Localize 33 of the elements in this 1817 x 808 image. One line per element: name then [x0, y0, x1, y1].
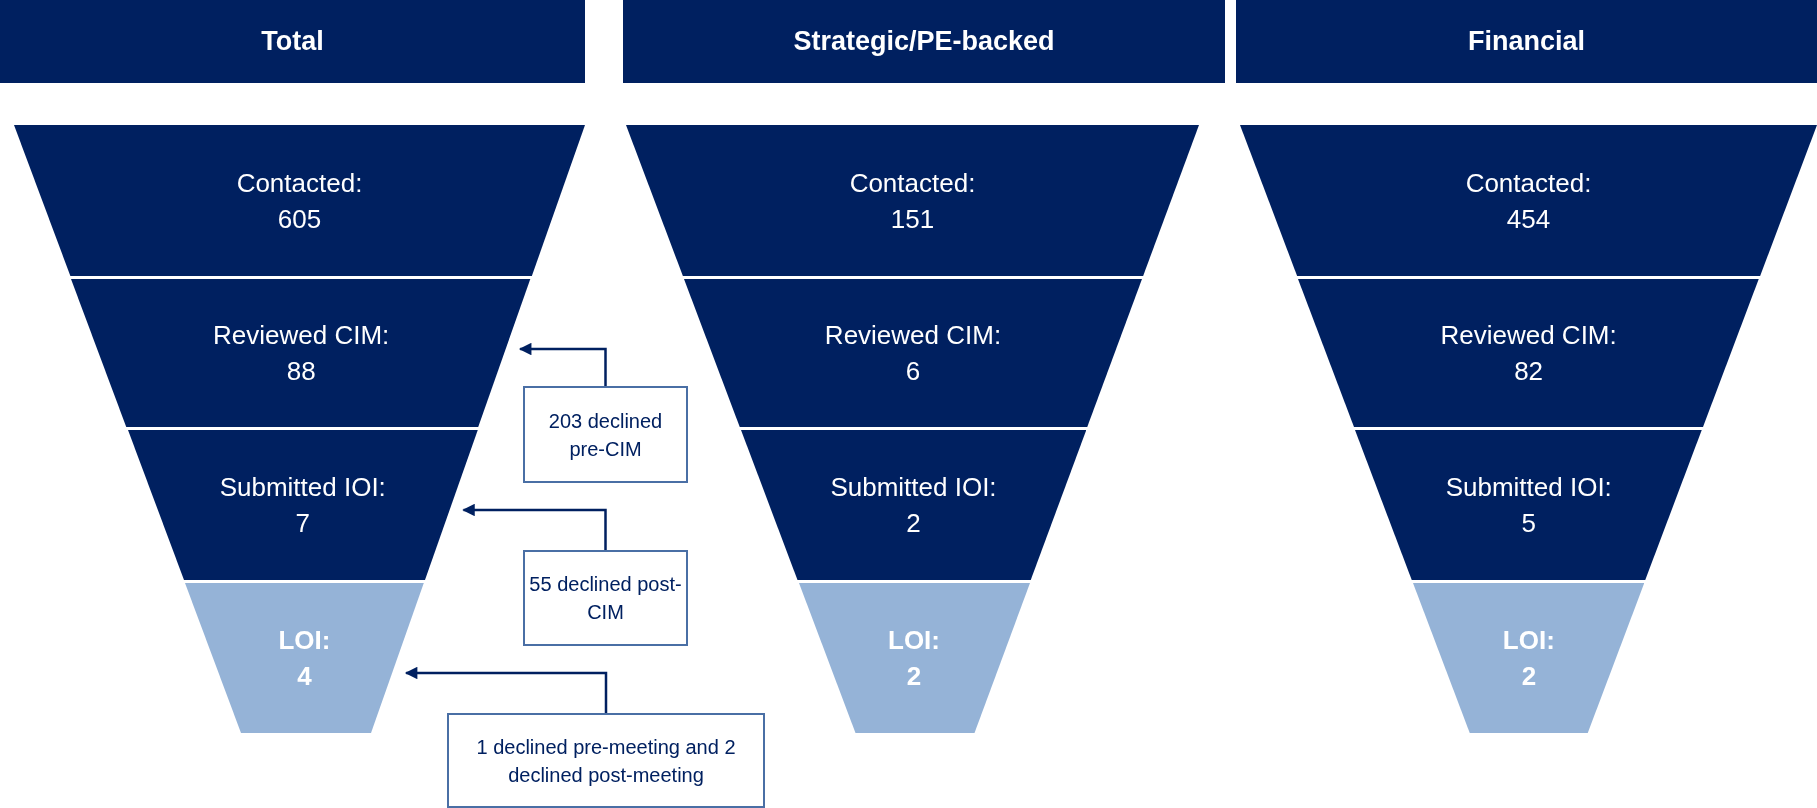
stage-label: Submitted IOI: — [830, 474, 997, 500]
stage-count: 5 — [1521, 510, 1536, 536]
column-header: Total — [0, 0, 585, 83]
stage-count: 151 — [890, 205, 935, 232]
stage-count: 7 — [295, 510, 310, 536]
stage-label: Contacted: — [1465, 169, 1592, 196]
arrow — [462, 503, 607, 550]
stage-label: Reviewed CIM: — [1440, 322, 1617, 348]
stage-label: Submitted IOI: — [1445, 474, 1612, 500]
column-header: Strategic/PE-backed — [623, 0, 1225, 83]
callout-box: 203 declined pre-CIM — [523, 386, 688, 483]
stage-count: 2 — [906, 663, 922, 689]
stage-count: 88 — [286, 358, 316, 384]
callout-box: 1 declined pre-meeting and 2 declined post-meeting — [447, 713, 765, 808]
stage-count: 82 — [1514, 358, 1544, 384]
stage-label: LOI: — [888, 627, 940, 653]
stage-label: Contacted: — [849, 169, 976, 196]
stage-label: Submitted IOI: — [219, 474, 386, 500]
stage-label: LOI: — [1502, 627, 1555, 653]
stage-count: 2 — [1521, 663, 1537, 689]
arrow — [518, 342, 607, 386]
stage-count: 6 — [905, 358, 921, 384]
arrow — [404, 666, 608, 713]
stage-count: 2 — [906, 510, 921, 536]
stage-label: Reviewed CIM: — [824, 322, 1002, 348]
stage-count: 4 — [297, 663, 312, 689]
column-header: Financial — [1236, 0, 1817, 83]
callout-box: 55 declined post-CIM — [523, 550, 688, 646]
stage-count: 454 — [1506, 205, 1551, 232]
stage-count: 605 — [277, 205, 322, 232]
stage-label: Contacted: — [236, 169, 363, 196]
stage-label: Reviewed CIM: — [213, 322, 390, 348]
stage-label: LOI: — [278, 627, 331, 653]
